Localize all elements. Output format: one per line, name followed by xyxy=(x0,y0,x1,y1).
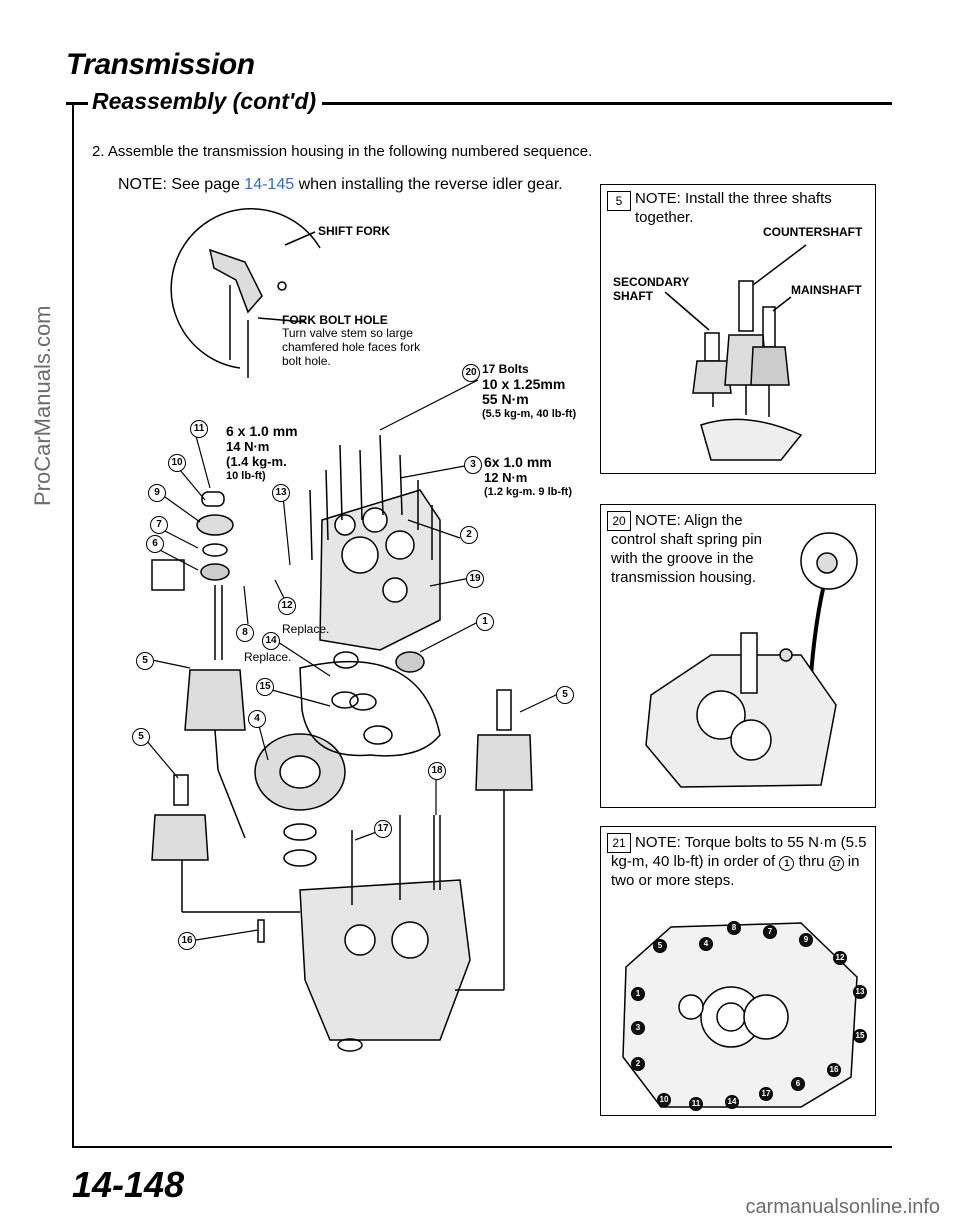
spec-11-line4: 10 lb-ft) xyxy=(226,470,266,482)
bolt-marker: 16 xyxy=(827,1063,841,1077)
section-subtitle: Reassembly (cont'd) xyxy=(92,88,317,114)
panel-21-note: NOTE: Torque bolts to 55 N·m (5.5 kg-m, … xyxy=(611,833,869,890)
part-number-13: 13 xyxy=(272,484,290,502)
header-rule-left xyxy=(66,102,88,105)
part-number-12: 12 xyxy=(278,597,296,615)
countershaft-label: COUNTERSHAFT xyxy=(763,225,863,239)
part-number-19: 19 xyxy=(466,570,484,588)
bolt-marker: 3 xyxy=(631,1021,645,1035)
part-number-4: 4 xyxy=(248,710,266,728)
bolt-marker: 2 xyxy=(631,1057,645,1071)
panel-21-number: 21 xyxy=(607,833,631,853)
spec-20-line3: 55 N·m xyxy=(482,391,529,407)
spec-20-line2: 10 x 1.25mm xyxy=(482,376,566,392)
part-number-2: 2 xyxy=(460,526,478,544)
spec-11-line3: (1.4 kg-m. xyxy=(226,454,287,469)
bolt-marker: 13 xyxy=(853,985,867,999)
panel-align-control-shaft: 20 NOTE: Align the control shaft spring … xyxy=(600,504,876,808)
part-number-11: 11 xyxy=(190,420,208,438)
page-link[interactable]: 14-145 xyxy=(244,176,295,193)
part-number-5-lower: 5 xyxy=(132,728,150,746)
spec-20-line1: 17 Bolts xyxy=(482,362,529,376)
panel-torque-sequence: 21 NOTE: Torque bolts to 55 N·m (5.5 kg-… xyxy=(600,826,876,1116)
note-prefix: NOTE: See page xyxy=(118,176,245,193)
fork-bolt-hole-text: Turn valve stem so large chamfered hole … xyxy=(282,326,421,368)
bolt-marker: 1 xyxy=(631,987,645,1001)
part-number-20: 20 xyxy=(462,364,480,382)
spec-20-line4: (5.5 kg-m, 40 lb-ft) xyxy=(482,408,577,420)
panel-5-number: 5 xyxy=(607,191,631,211)
secondary-shaft-label: SECONDARY SHAFT xyxy=(613,275,690,303)
page-title: Transmission xyxy=(66,48,255,81)
page-number: 14-148 xyxy=(72,1164,185,1205)
spec-11-line1: 6 x 1.0 mm xyxy=(226,423,298,439)
part-number-10: 10 xyxy=(168,454,186,472)
spec-3: 6x 1.0 mm 12 N·m (1.2 kg-m. 9 lb-ft) xyxy=(484,455,572,500)
bolt-marker: 5 xyxy=(653,939,667,953)
bolt-marker: 17 xyxy=(759,1087,773,1101)
bolt-marker: 15 xyxy=(853,1029,867,1043)
panel-21-thru: thru xyxy=(794,853,829,870)
reverse-idler-note: NOTE: See page 14-145 when installing th… xyxy=(118,176,563,194)
left-margin-rule xyxy=(72,102,74,1148)
step-instruction: 2. Assemble the transmission housing in … xyxy=(92,143,593,160)
bolt-marker: 7 xyxy=(763,925,777,939)
spec-11: 6 x 1.0 mm 14 N·m (1.4 kg-m. 10 lb-ft) xyxy=(226,424,298,484)
part-number-17: 17 xyxy=(374,820,392,838)
spec-3-line1: 6x 1.0 mm xyxy=(484,454,552,470)
part-number-9: 9 xyxy=(148,484,166,502)
part-number-1: 1 xyxy=(476,613,494,631)
bolt-one-circle: 1 xyxy=(779,856,795,871)
bottom-watermark: carmanualsonline.info xyxy=(745,1196,940,1218)
bottom-rule xyxy=(72,1146,892,1148)
bolt-marker: 12 xyxy=(833,951,847,965)
part-number-16: 16 xyxy=(178,932,196,950)
part-number-15: 15 xyxy=(256,678,274,696)
bolt-marker: 10 xyxy=(657,1093,671,1107)
panel-20-number: 20 xyxy=(607,511,631,531)
torque-sequence-drawing xyxy=(622,922,858,1108)
three-shafts-drawing xyxy=(664,244,807,461)
panel-21-note-b: in two or more steps. xyxy=(611,853,860,889)
bolt-seventeen-circle: 17 xyxy=(828,856,844,871)
fork-bolt-hole-label: FORK BOLT HOLE xyxy=(282,313,388,327)
spec-3-line3: (1.2 kg-m. 9 lb-ft) xyxy=(484,486,573,498)
header-rule-right xyxy=(322,102,892,105)
bolt-marker: 8 xyxy=(727,921,741,935)
mainshaft-label: MAINSHAFT xyxy=(791,283,862,297)
spec-11-line2: 14 N·m xyxy=(226,439,270,454)
part-number-5-right: 5 xyxy=(556,686,574,704)
panel-5-note: NOTE: Install the three shafts together. xyxy=(635,190,832,226)
note-suffix: when installing the reverse idler gear. xyxy=(294,176,563,193)
part-number-7: 7 xyxy=(150,516,168,534)
part-number-5-left: 5 xyxy=(136,652,154,670)
part-number-18: 18 xyxy=(428,762,446,780)
bolt-marker: 14 xyxy=(725,1095,739,1109)
part-number-14: 14 xyxy=(262,632,280,650)
part-number-3: 3 xyxy=(464,456,482,474)
replace-label-12: Replace. xyxy=(282,622,330,636)
part-number-6: 6 xyxy=(146,535,164,553)
part-number-8: 8 xyxy=(236,624,254,642)
bolt-marker: 4 xyxy=(699,937,713,951)
spec-3-line2: 12 N·m xyxy=(484,470,528,485)
panel-install-shafts: 5 NOTE: Install the three shafts togethe… xyxy=(600,184,876,474)
bolt-marker: 6 xyxy=(791,1077,805,1091)
spec-20: 17 Bolts 10 x 1.25mm 55 N·m (5.5 kg-m, 4… xyxy=(482,362,576,422)
bolt-marker: 9 xyxy=(799,933,813,947)
replace-label-14: Replace. xyxy=(244,650,292,664)
side-watermark: ProCarManuals.com xyxy=(30,305,55,506)
control-shaft-drawing xyxy=(645,532,858,788)
bolt-marker: 11 xyxy=(689,1097,703,1111)
shift-fork-label: SHIFT FORK xyxy=(318,224,390,238)
panel-21-note-a: NOTE: Torque bolts to 55 N·m (5.5 kg-m, … xyxy=(611,834,867,870)
panel-20-note: NOTE: Align the control shaft spring pin… xyxy=(611,512,762,586)
